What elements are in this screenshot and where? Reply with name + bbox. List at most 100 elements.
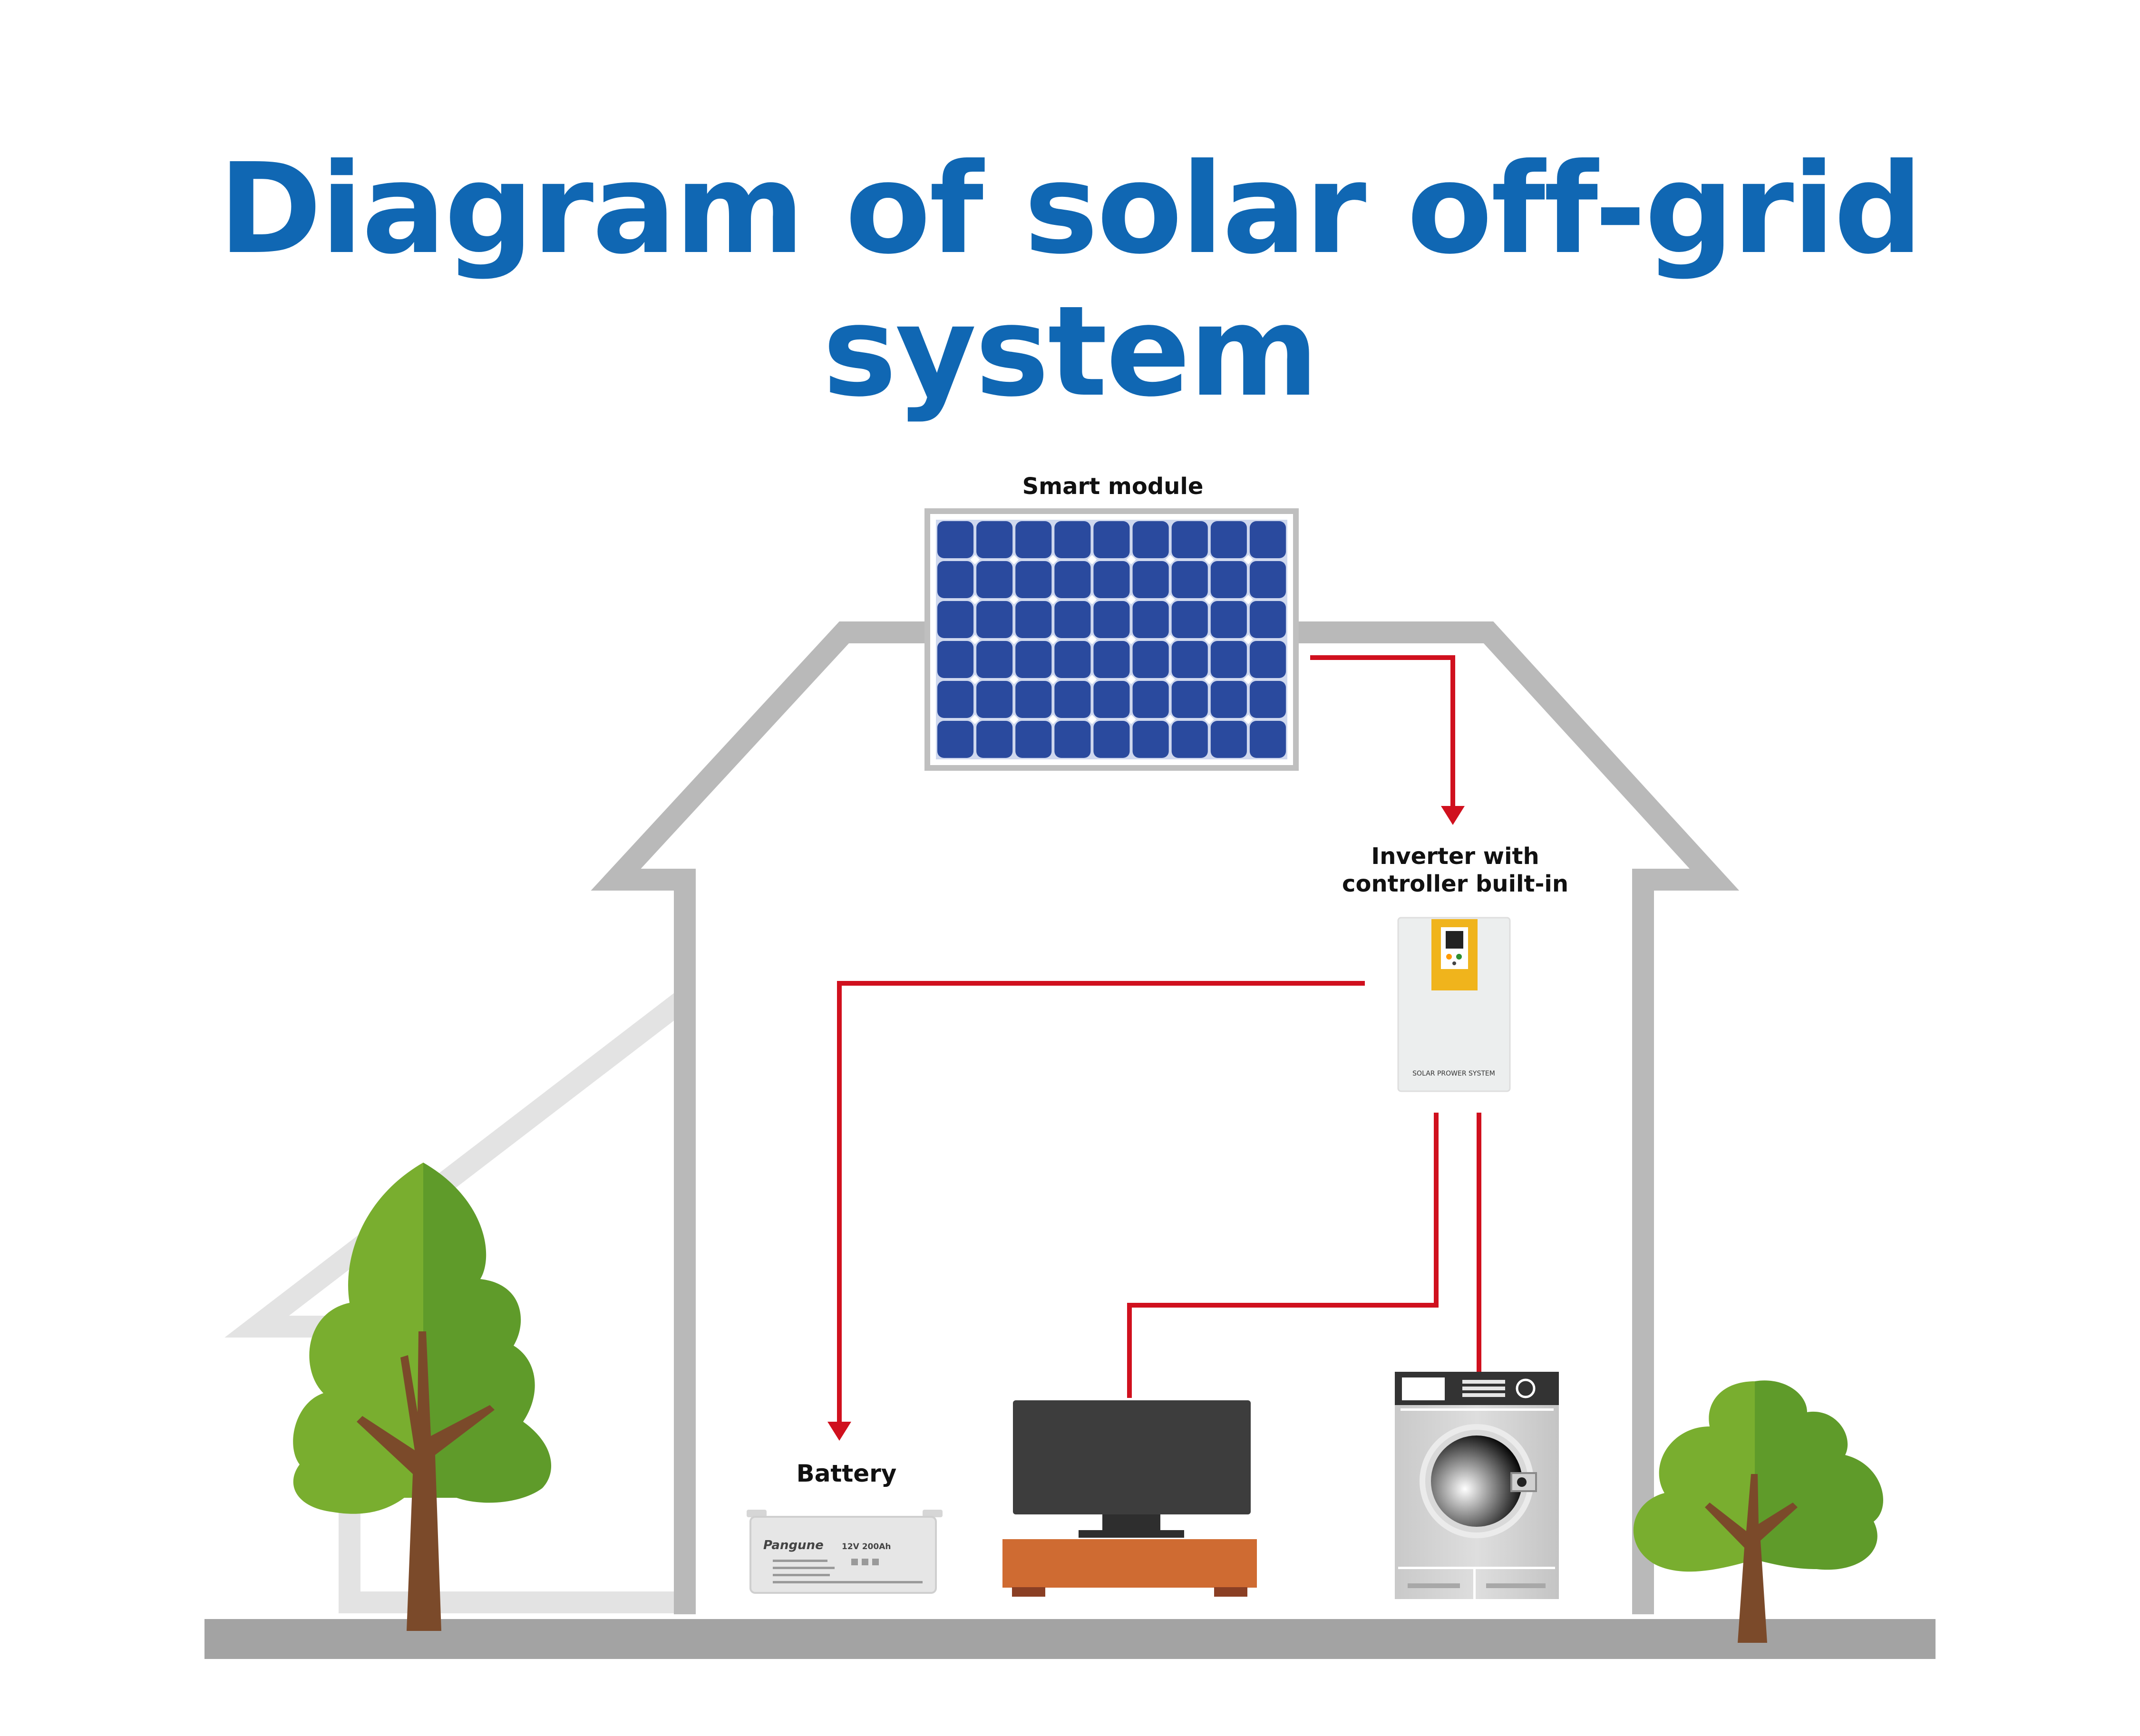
panel-cell bbox=[1015, 641, 1052, 678]
panel-cell bbox=[1015, 681, 1052, 718]
panel-cell-joint bbox=[1126, 555, 1136, 564]
panel-cells bbox=[937, 521, 1286, 758]
panel-cell bbox=[1054, 601, 1091, 638]
panel-cell-joint bbox=[970, 675, 980, 684]
panel-cell bbox=[1210, 521, 1247, 558]
panel-cell bbox=[1171, 521, 1208, 558]
washing-machine bbox=[1395, 1372, 1559, 1599]
panel-cell-joint bbox=[1165, 715, 1175, 724]
panel-cell-joint bbox=[1048, 595, 1058, 604]
panel-cell bbox=[1015, 721, 1052, 758]
panel-cell bbox=[1132, 721, 1169, 758]
inverter-label-line2: controller built-in bbox=[1342, 871, 1568, 897]
panel-cell bbox=[1249, 561, 1286, 598]
tree-left-trunk bbox=[357, 1331, 495, 1631]
wire-inverter-to-tv bbox=[1127, 1113, 1439, 1398]
panel-cell-joint bbox=[1244, 555, 1253, 564]
panel-cell bbox=[937, 641, 974, 678]
panel-cell-joint bbox=[1048, 715, 1058, 724]
panel-cell-joint bbox=[1165, 555, 1175, 564]
panel-cell bbox=[1210, 681, 1247, 718]
panel-cell bbox=[1015, 521, 1052, 558]
panel-cell-joint bbox=[1126, 715, 1136, 724]
tv-set bbox=[1002, 1400, 1257, 1597]
tree-right-trunk bbox=[1705, 1474, 1798, 1643]
solar-panel bbox=[924, 508, 1299, 771]
panel-cell bbox=[1015, 561, 1052, 598]
panel-cell-joint bbox=[1009, 675, 1019, 684]
panel-cell-joint bbox=[1087, 555, 1097, 564]
panel-cell bbox=[937, 681, 974, 718]
panel-cell bbox=[1093, 681, 1130, 718]
panel-cell bbox=[1054, 521, 1091, 558]
panel-cell bbox=[1132, 561, 1169, 598]
panel-cell bbox=[1093, 561, 1130, 598]
panel-cell-joint bbox=[1244, 715, 1253, 724]
panel-cell bbox=[1054, 681, 1091, 718]
inverter-screen bbox=[1446, 931, 1463, 949]
panel-cell-joint bbox=[1009, 715, 1019, 724]
panel-cell-joint bbox=[1087, 715, 1097, 724]
panel-cell-joint bbox=[1087, 675, 1097, 684]
inverter-brand: SOLAR PROWER SYSTEM bbox=[1412, 1070, 1495, 1077]
panel-cell bbox=[976, 561, 1013, 598]
panel-cell bbox=[937, 521, 974, 558]
panel-cell-joint bbox=[1087, 635, 1097, 644]
panel-cell bbox=[1093, 641, 1130, 678]
wire-arrows bbox=[827, 806, 1465, 1441]
panel-cell-joint bbox=[1165, 635, 1175, 644]
panel-cell-joint bbox=[1204, 595, 1214, 604]
ground bbox=[204, 1619, 1936, 1659]
battery-label: Battery bbox=[796, 1460, 897, 1487]
panel-cell-joint bbox=[1204, 715, 1214, 724]
panel-cell bbox=[1132, 601, 1169, 638]
arrow-to-inverter bbox=[1441, 806, 1465, 825]
panel-cell bbox=[937, 721, 974, 758]
tv-screen bbox=[1013, 1400, 1251, 1514]
panel-cell-joint bbox=[1126, 595, 1136, 604]
panel-cell bbox=[1210, 641, 1247, 678]
panel-cell bbox=[1171, 641, 1208, 678]
inverter: SOLAR PROWER SYSTEM bbox=[1397, 917, 1511, 1092]
washer-dial bbox=[1516, 1378, 1536, 1398]
panel-cell bbox=[1015, 601, 1052, 638]
panel-cell-joint bbox=[1048, 635, 1058, 644]
panel-cell bbox=[1249, 641, 1286, 678]
panel-cell bbox=[1132, 641, 1169, 678]
panel-cell bbox=[976, 681, 1013, 718]
panel-cell bbox=[1054, 641, 1091, 678]
panel-cell-joint bbox=[1087, 595, 1097, 604]
panel-cell-joint bbox=[1244, 595, 1253, 604]
battery-rating: 12V 200Ah bbox=[842, 1542, 891, 1552]
panel-cell bbox=[1249, 681, 1286, 718]
panel-cell bbox=[1210, 721, 1247, 758]
battery: Pangune 12V 200Ah bbox=[747, 1510, 943, 1594]
solar-panel-label: Smart module bbox=[1022, 473, 1204, 500]
panel-cell-joint bbox=[1165, 675, 1175, 684]
panel-cell-joint bbox=[970, 595, 980, 604]
panel-cell bbox=[976, 641, 1013, 678]
panel-cell-joint bbox=[1009, 635, 1019, 644]
panel-cell bbox=[976, 721, 1013, 758]
panel-cell bbox=[1210, 601, 1247, 638]
inverter-label-line1: Inverter with bbox=[1371, 843, 1539, 870]
panel-cell-joint bbox=[1204, 555, 1214, 564]
panel-cell-joint bbox=[1244, 675, 1253, 684]
panel-cell bbox=[1171, 601, 1208, 638]
panel-cell-joint bbox=[1048, 555, 1058, 564]
panel-cell bbox=[1171, 681, 1208, 718]
page-title: Diagram of solar off-grid system bbox=[218, 136, 1923, 424]
panel-cell bbox=[1249, 521, 1286, 558]
panel-cell bbox=[976, 601, 1013, 638]
wire-panel-to-inverter bbox=[1310, 655, 1455, 812]
panel-cell-joint bbox=[970, 555, 980, 564]
panel-cell-joint bbox=[970, 635, 980, 644]
panel-cell bbox=[1093, 601, 1130, 638]
tv-stand bbox=[1002, 1539, 1257, 1588]
arrow-to-battery bbox=[827, 1422, 851, 1441]
panel-cell bbox=[1093, 721, 1130, 758]
panel-cell bbox=[1132, 521, 1169, 558]
panel-cell bbox=[1249, 721, 1286, 758]
panel-cell bbox=[1210, 561, 1247, 598]
panel-cell bbox=[1054, 561, 1091, 598]
